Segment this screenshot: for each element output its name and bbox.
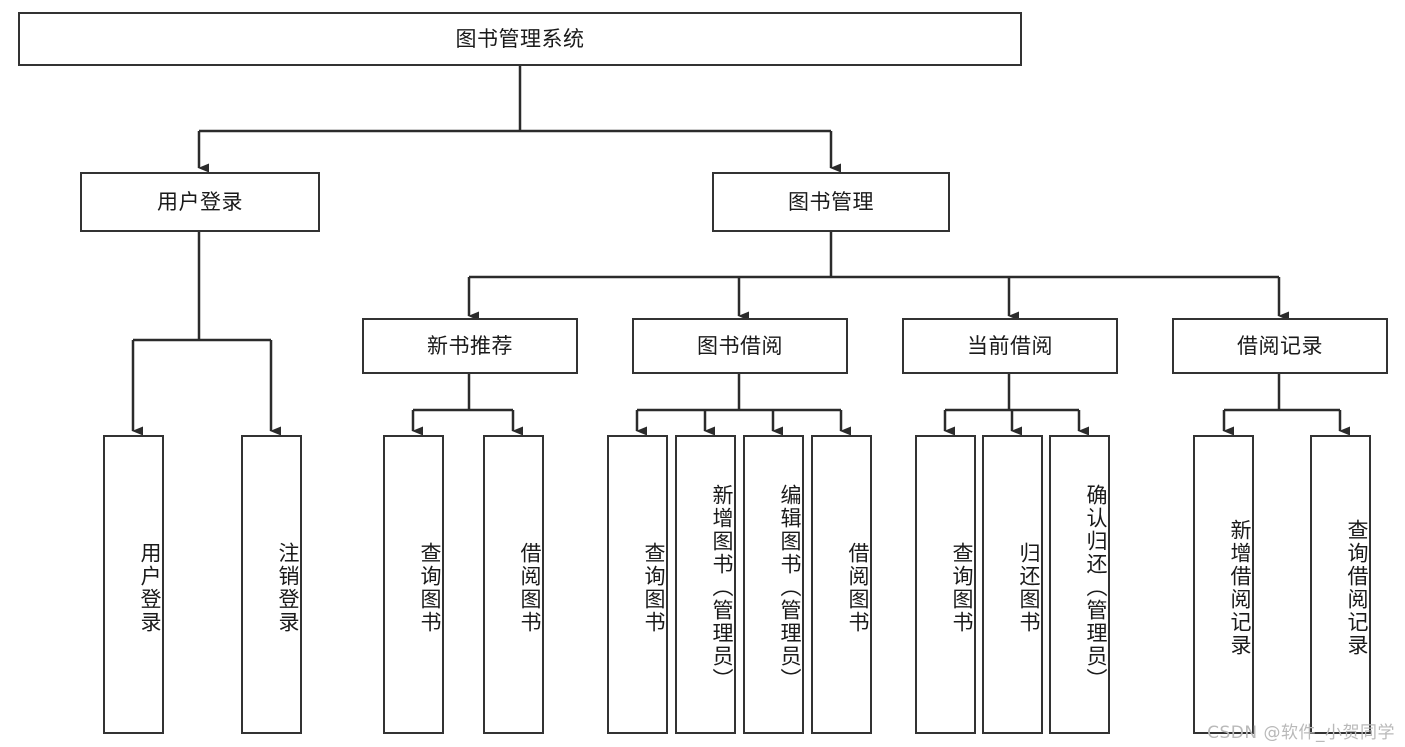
node-current-borrow[interactable]: 当前借阅: [902, 318, 1118, 374]
leaf-confirm-return[interactable]: 确认归还（管理员）: [1049, 435, 1110, 734]
leaf-add-borrow-record[interactable]: 新增借阅记录: [1193, 435, 1254, 734]
node-label: 用户登录: [157, 189, 243, 214]
node-label: 编辑图书（管理员）: [778, 484, 802, 691]
node-label: 查询图书: [950, 541, 974, 634]
node-label: 确认归还（管理员）: [1084, 484, 1108, 691]
leaf-query-borrow-record[interactable]: 查询借阅记录: [1310, 435, 1371, 734]
node-label: 注销登录: [276, 541, 300, 634]
leaf-borrow-book-recommend[interactable]: 借阅图书: [483, 435, 544, 734]
node-label: 查询借阅记录: [1345, 518, 1369, 657]
leaf-query-book-current[interactable]: 查询图书: [915, 435, 976, 734]
node-label: 归还图书: [1017, 541, 1041, 634]
leaf-edit-book[interactable]: 编辑图书（管理员）: [743, 435, 804, 734]
node-label: 图书管理: [788, 189, 874, 214]
node-label: 借阅图书: [846, 541, 870, 634]
leaf-query-book-borrow[interactable]: 查询图书: [607, 435, 668, 734]
node-borrow-record[interactable]: 借阅记录: [1172, 318, 1388, 374]
leaf-borrow-book[interactable]: 借阅图书: [811, 435, 872, 734]
node-label: 借阅记录: [1237, 333, 1323, 358]
node-label: 借阅图书: [518, 541, 542, 634]
leaf-user-login[interactable]: 用户登录: [103, 435, 164, 734]
node-new-book-recommend[interactable]: 新书推荐: [362, 318, 578, 374]
node-book-borrow[interactable]: 图书借阅: [632, 318, 848, 374]
node-user-login[interactable]: 用户登录: [80, 172, 320, 232]
leaf-query-book-recommend[interactable]: 查询图书: [383, 435, 444, 734]
node-label: 查询图书: [418, 541, 442, 634]
node-label: 新书推荐: [427, 333, 513, 358]
node-label: 图书管理系统: [455, 26, 585, 51]
node-book-manage[interactable]: 图书管理: [712, 172, 950, 232]
node-root-system[interactable]: 图书管理系统: [18, 12, 1022, 66]
leaf-add-book[interactable]: 新增图书（管理员）: [675, 435, 736, 734]
leaf-return-book[interactable]: 归还图书: [982, 435, 1043, 734]
node-label: 新增图书（管理员）: [710, 484, 734, 691]
csdn-watermark: CSDN @软件_小贺同学: [1207, 723, 1395, 743]
node-label: 图书借阅: [697, 333, 783, 358]
leaf-logout-login[interactable]: 注销登录: [241, 435, 302, 734]
node-label: 当前借阅: [967, 333, 1053, 358]
node-label: 用户登录: [138, 541, 162, 634]
node-label: 新增借阅记录: [1228, 518, 1252, 657]
node-label: 查询图书: [642, 541, 666, 634]
